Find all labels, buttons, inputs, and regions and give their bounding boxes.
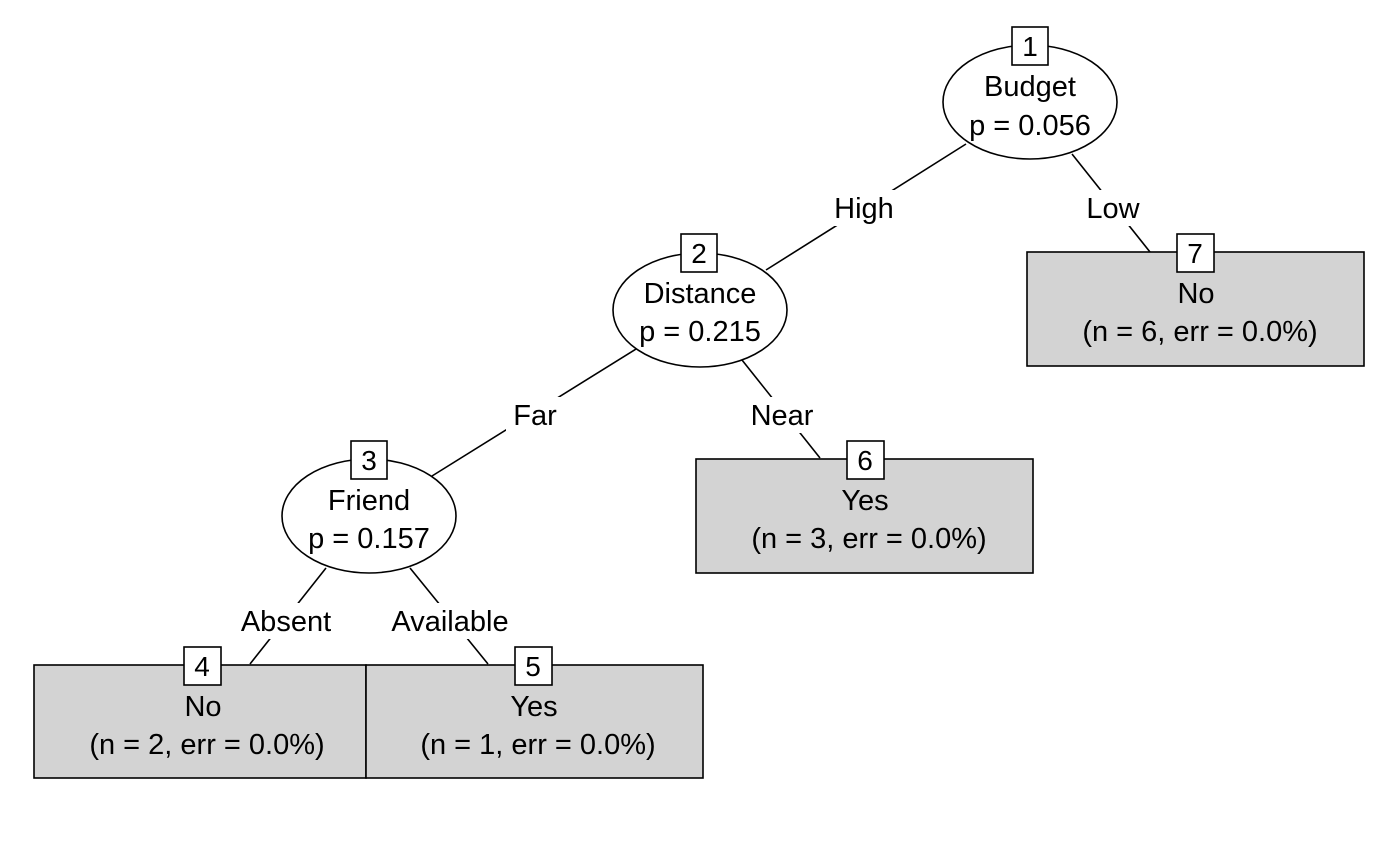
leaf-id-box [846,440,885,480]
inner-node-2: Distance p = 0.215 2 [612,233,788,368]
leaf-id: 4 [194,651,210,682]
leaf-class: No [1177,278,1214,310]
node-id: 3 [361,445,377,476]
node-id-box [680,233,718,273]
leaf-node-5: Yes (n = 1, err = 0.0%) 5 [365,646,704,779]
edge-label-3-4: Absent [234,603,338,639]
edge-label-2-3: Far [506,397,564,433]
leaf-stats: (n = 6, err = 0.0%) [1082,316,1317,348]
edge-label-near: Near [751,400,814,432]
node-p-value: p = 0.215 [639,316,761,348]
leaf-id-box [183,646,222,686]
edge-label-available: Available [391,606,508,638]
node-id-box [1011,26,1049,66]
leaf-stats: (n = 3, err = 0.0%) [751,523,986,555]
inner-node-1: Budget p = 0.056 1 [942,26,1118,160]
leaf-node-6: Yes (n = 3, err = 0.0%) 6 [695,440,1034,574]
leaf-id: 7 [1187,238,1203,269]
leaf-node-7: No (n = 6, err = 0.0%) 7 [1026,233,1365,367]
leaf-id: 5 [525,651,541,682]
edges [249,143,1151,665]
node-p-value: p = 0.157 [308,523,430,555]
leaf-class: Yes [841,485,888,517]
node-variable: Friend [328,485,410,517]
node-id: 2 [691,238,707,269]
edge-label-1-2: High [828,190,900,226]
edge-label-2-6: Near [744,397,820,433]
inner-node-3: Friend p = 0.157 3 [281,440,457,574]
leaf-stats: (n = 1, err = 0.0%) [420,729,655,761]
node-variable: Distance [644,278,757,310]
leaf-class: No [184,691,221,723]
leaf-stats: (n = 2, err = 0.0%) [89,729,324,761]
edge-label-far: Far [513,400,557,432]
edge-label-absent: Absent [241,606,331,638]
leaf-id-box [514,646,553,686]
node-id: 1 [1022,31,1038,62]
node-p-value: p = 0.056 [969,110,1091,142]
leaf-node-4: No (n = 2, err = 0.0%) 4 [33,646,367,779]
leaf-class: Yes [510,691,557,723]
edge-label-low: Low [1086,193,1140,225]
node-variable: Budget [984,71,1076,103]
edge-label-high: High [834,193,894,225]
node-id-box [350,440,388,480]
leaf-id: 6 [857,445,873,476]
edge-labels: High Low Far Near Absent Available [234,190,1144,639]
leaf-id-box [1176,233,1215,273]
edge-label-3-5: Available [384,603,516,639]
edge-label-1-7: Low [1082,190,1144,226]
